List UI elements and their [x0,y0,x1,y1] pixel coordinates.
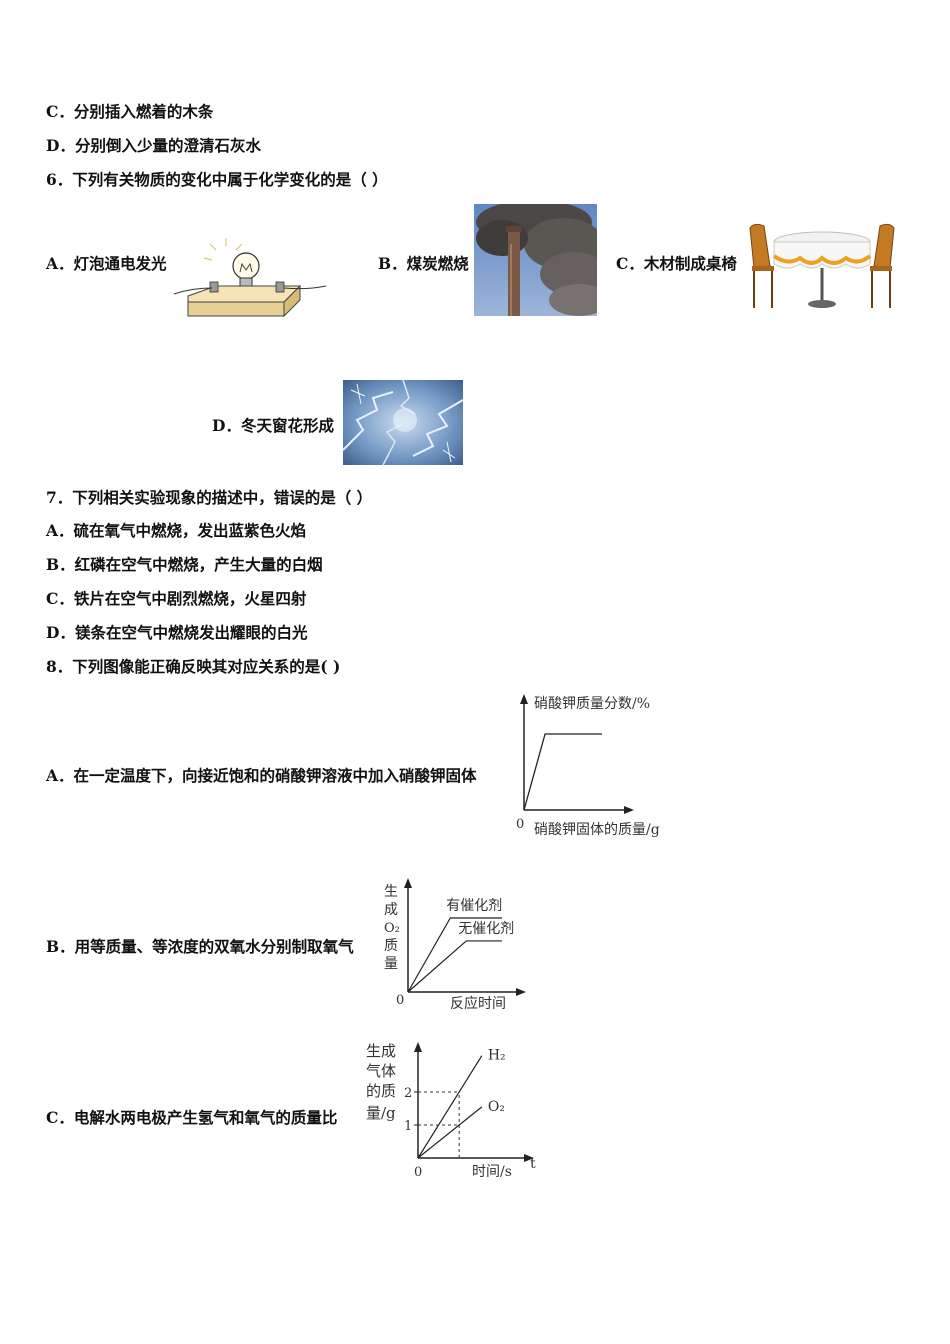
chart-c: 生成 气体 的质 量/g 0 时间/s t 1 2 H₂ O₂ [366,1042,536,1180]
chart-c-series-label-1: O₂ [488,1099,505,1115]
chart-a-x-arrow [624,806,634,814]
q6-option-d: D．冬天窗花形成 [212,416,334,435]
chart-b-y-label-4: 量 [384,956,398,972]
chart-c-x-arrow [524,1154,534,1162]
frost-window-drawing [343,380,463,465]
q6-option-b: B．煤炭燃烧 [378,254,469,273]
chart-c-x-label: 时间/s [472,1164,512,1180]
chart-c-series-label-0: H₂ [488,1048,506,1064]
chart-b-x-label: 反应时间 [450,995,506,1012]
chart-c-y-label-2: 的质 [366,1082,396,1100]
chart-b-origin: 0 [396,993,404,1008]
chart-c-y-label-3: 量/g [366,1104,396,1122]
frost-window-image [343,380,463,465]
q7-option-c: C．铁片在空气中剧烈燃烧，火星四射 [46,589,307,608]
q8-option-a: A．在一定温度下，向接近饱和的硝酸钾溶液中加入硝酸钾固体 [46,766,477,785]
chart-c-ytick-label-1: 2 [404,1086,412,1101]
q7-option-a: A．硫在氧气中燃烧，发出蓝紫色火焰 [46,521,307,540]
q7-option-b: B．红磷在空气中燃烧，产生大量的白烟 [46,555,323,574]
chart-b-y-label-1: 成 [384,902,398,918]
chart-b-series-line-0 [407,917,502,993]
table-chairs-image [748,222,896,314]
chart-a: 硝酸钾质量分数/% 0 硝酸钾固体的质量/g [516,694,660,838]
chart-c-ytick-label-0: 1 [404,1119,412,1134]
chart-b-series-line-1 [407,940,502,993]
q8-option-c: C．电解水两电极产生氢气和氧气的质量比 [46,1108,338,1127]
coal-burning-image [474,204,597,316]
coal-burning-drawing [474,204,597,316]
light-bulb-image [172,236,328,318]
q8-stem: 8．下列图像能正确反映其对应关系的是( ) [46,657,341,676]
q8-option-b: B．用等质量、等浓度的双氧水分别制取氧气 [46,937,354,956]
chart-c-series-line-0 [417,1055,483,1159]
chart-c-origin: 0 [414,1165,422,1180]
chart-c-x-symbol: t [530,1156,536,1172]
chart-b-x-arrow [516,988,526,996]
chart-a-x-label: 硝酸钾固体的质量/g [534,822,660,838]
chart-b-series-label-1: 无催化剂 [458,921,514,937]
chart-c-y-label-1: 气体 [366,1062,396,1080]
chart-c-y-label-0: 生成 [366,1042,396,1060]
chart-a-y-label: 硝酸钾质量分数/% [534,696,650,712]
chart-b-y-label-3: 质 [384,938,398,954]
table-chairs-drawing [748,222,896,314]
chart-b-y-label-0: 生 [384,884,398,900]
chart-c-y-arrow [414,1042,422,1052]
chart-b-y-arrow [404,878,412,888]
chart-b-y-label-2: O₂ [384,921,400,936]
chart-b-series-label-0: 有催化剂 [446,898,502,914]
chart-a-origin: 0 [516,817,524,832]
q7-option-d: D．镁条在空气中燃烧发出耀眼的白光 [46,623,308,642]
light-bulb-drawing [173,238,327,318]
chart-c-series-line-1 [417,1106,483,1159]
q5-option-c: C．分别插入燃着的木条 [46,102,214,121]
chart-a-y-arrow [520,694,528,704]
q6-option-a: A．灯泡通电发光 [46,254,167,273]
chart-a-series-line [523,733,602,811]
q5-option-d: D．分别倒入少量的澄清石灰水 [46,136,261,155]
q6-option-c: C．木材制成桌椅 [616,254,737,273]
q6-stem: 6．下列有关物质的变化中属于化学变化的是（ ） [46,170,388,189]
q7-stem: 7．下列相关实验现象的描述中，错误的是（ ） [46,488,373,507]
